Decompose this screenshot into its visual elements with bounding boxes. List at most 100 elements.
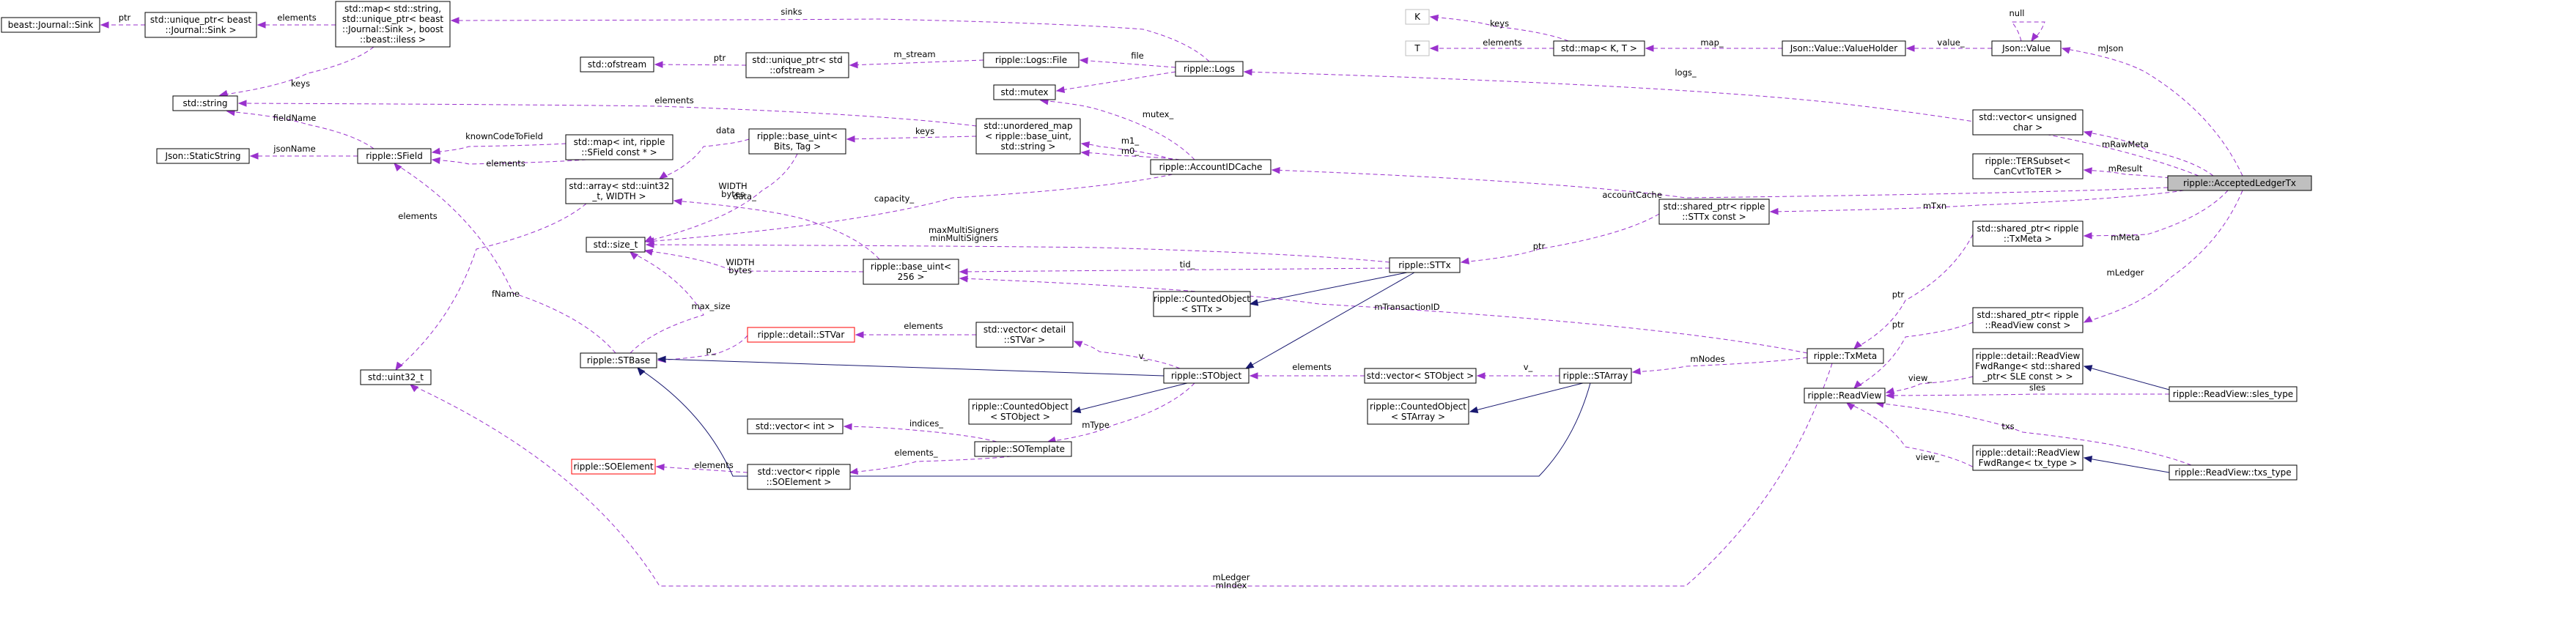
class-node-t[interactable]: T [1405,40,1430,56]
class-node-sptr-txmeta[interactable]: std::shared_ptr< ripple::TxMeta > [1972,220,2084,247]
edge-line [630,251,704,354]
class-node-logs[interactable]: ripple::Logs [1175,61,1244,77]
inheritance-edge-stobject-to-stbase [657,355,1165,377]
class-node-sptr-readview[interactable]: std::shared_ptr< ripple::ReadView const … [1972,307,2084,333]
class-node-accepted[interactable]: ripple::AcceptedLedgerTx [2167,175,2312,191]
class-node-base-uint-bits[interactable]: ripple::base_uint< Bits, Tag > [748,128,846,155]
node-label: std::map< int, ripple [574,137,665,147]
class-node-txs-type[interactable]: ripple::ReadView::txs_type [2169,464,2298,481]
class-node-k[interactable]: K [1405,9,1430,25]
edge-line [1081,143,1173,160]
edge-stbase-to-size_t [629,251,704,354]
node-box [993,84,1056,100]
node-box [580,352,657,368]
node-label: std::string > [1001,141,1056,152]
class-node-uint32[interactable]: std::uint32_t [360,369,432,385]
node-box [144,12,257,38]
arrowhead-icon [1845,402,1856,411]
class-node-uptr-sink[interactable]: std::unique_ptr< beast::Journal::Sink > [144,12,257,38]
class-node-counted-starray[interactable]: ripple::CountedObject< STArray > [1367,399,1469,425]
node-box [1405,9,1430,25]
class-node-vector-int[interactable]: std::vector< int > [747,418,844,434]
class-node-sles-type[interactable]: ripple::ReadView::sles_type [2169,386,2298,402]
inheritance-arrowhead-icon [2083,456,2093,463]
class-node-sotemplate[interactable]: ripple::SOTemplate [974,441,1072,457]
node-box [1782,40,1906,56]
edge-fwd_tx-to-readview [1845,402,1979,471]
class-node-tersubset[interactable]: ripple::TERSubset< CanCvtToTER > [1972,153,2084,179]
class-node-map-int-sfield[interactable]: std::map< int, ripple::SField const * > [565,134,673,160]
class-node-readview[interactable]: ripple::ReadView [1804,388,1886,404]
node-box [2169,464,2298,481]
edge-label-elements: elements [1292,362,1331,372]
edge-line [1853,322,1974,389]
edge-unordered_map-to-base_uint_bits [846,136,977,143]
edge-label-fName: fName [492,289,520,299]
class-node-string[interactable]: std::string [172,95,238,111]
class-node-vector-stvar[interactable]: std::vector< detail::STVar > [975,322,1074,348]
class-node-size-t[interactable]: std::size_t [586,237,646,253]
arrowhead-icon [1243,68,1252,76]
class-node-unordered-map[interactable]: std::unordered_map< ripple::base_uint, s… [975,118,1081,155]
class-node-txmeta[interactable]: ripple::TxMeta [1806,348,1884,364]
inheritance-arrowhead-icon [657,355,666,363]
class-node-beast-sink[interactable]: beast::Journal::Sink [1,17,100,33]
node-label: std::shared_ptr< ripple [1977,223,2079,234]
node-label: std::map< std::string, [344,4,441,14]
node-label: std::unordered_map [983,121,1072,131]
arrowhead-icon [959,275,968,283]
edge-sptr_txmeta-to-txmeta [1853,234,1974,349]
edge-label-null: null [2009,8,2025,18]
class-node-stbase[interactable]: ripple::STBase [580,352,657,368]
class-node-map-sinks[interactable]: std::map< std::string, std::unique_ptr< … [335,1,451,48]
class-node-json-value[interactable]: Json::Value [1991,40,2062,56]
node-label: char > [2013,122,2042,133]
class-node-map-kt[interactable]: std::map< K, T > [1553,40,1645,56]
class-node-vector-stobject[interactable]: std::vector< STObject > [1364,368,1477,384]
class-node-soelement[interactable]: ripple::SOElement [571,459,656,475]
edge-label-tid: tid_ [1180,259,1195,270]
class-node-vector-soelement[interactable]: std::vector< ripple::SOElement > [747,464,851,490]
class-node-sptr-sttx[interactable]: std::shared_ptr< ripple::STTx const > [1658,199,1770,225]
inheritance-line [1245,272,1415,369]
edge-vector_stvar-to-stvar [855,331,976,338]
class-node-account-cache[interactable]: ripple::AccountIDCache [1150,159,1272,175]
node-label: Json::Value [2001,43,2051,53]
edge-label-p: p_ [706,345,715,355]
class-node-starray[interactable]: ripple::STArray [1559,368,1632,384]
class-node-counted-stobject[interactable]: ripple::CountedObject< STObject > [968,399,1072,425]
class-node-json-static[interactable]: Json::StaticString [156,148,250,164]
edge-uptr_sink-to-beast_sink [100,21,145,29]
class-node-ofstream[interactable]: std::ofstream [580,56,654,73]
class-node-base-uint-256[interactable]: ripple::base_uint< 256 > [863,259,959,285]
node-box [1,17,100,33]
class-node-sfield[interactable]: ripple::SField [357,148,432,164]
class-node-valueholder[interactable]: Json::Value::ValueHolder [1782,40,1906,56]
edge-line [2084,131,2214,177]
edge-sptr_sttx-to-sttx [1460,213,1660,264]
class-node-counted-sttx[interactable]: ripple::CountedObject< STTx > [1153,291,1251,317]
edge-line [656,466,748,473]
class-node-array-uint32[interactable]: std::array< std::uint32_t, WIDTH > [565,178,673,204]
node-box [747,464,851,490]
class-node-stvar[interactable]: ripple::detail::STVar [747,327,855,343]
arrowhead-icon [2083,315,2093,323]
arrowhead-icon [394,163,402,171]
inheritance-line [2084,366,2170,390]
node-label: Json::Value::ValueHolder [1790,43,1898,53]
edge-line [644,153,798,242]
class-node-mutex[interactable]: std::mutex [993,84,1056,100]
class-node-logs-file[interactable]: ripple::Logs::File [983,52,1080,68]
class-node-vector-uchar[interactable]: std::vector< unsigned char > [1972,109,2084,136]
edge-line [1074,341,1181,369]
edge-accepted-to-account_cache [1271,166,2169,199]
node-box [1972,220,2084,247]
edge-logs_file-to-uptr_ofstream [849,59,984,69]
node-box [565,178,673,204]
edge-label-indices: indices_ [909,418,943,429]
class-node-sttx[interactable]: ripple::STTx [1389,257,1461,273]
class-node-stobject[interactable]: ripple::STObject [1163,368,1250,384]
class-node-uptr-ofstream[interactable]: std::unique_ptr< std::ofstream > [745,52,849,78]
